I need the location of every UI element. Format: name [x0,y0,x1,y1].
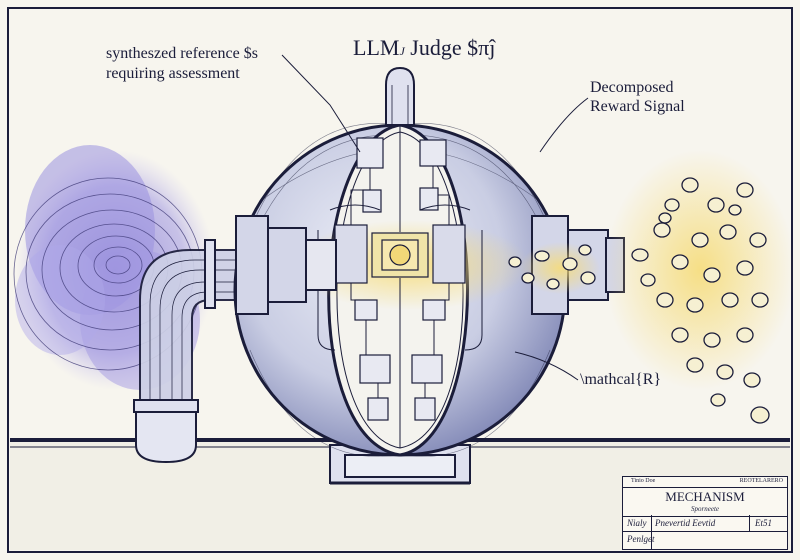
title-block-header: Tinio Doe REOTELARERO [623,477,787,487]
title-block-title: MECHANISM [665,489,745,504]
title-block-header-left: Tinio Doe [631,478,656,484]
title-block-subtitle: Sporneete [691,505,719,513]
title-block-main: MECHANISM Sporneete [623,487,787,517]
judge-title: LLMJ Judge $πĵ [353,35,496,60]
title-block-row1-right: Et51 [755,518,772,528]
reward-signal-label: Decomposed Reward Signal [590,79,685,115]
top-cap [385,66,415,126]
left-port [235,215,337,315]
title-block-divider [651,515,652,549]
title-block-row1-left: Nialy [627,518,647,528]
title-block-divider [749,515,750,531]
pedestal [329,444,471,485]
internal-machinery [317,125,483,448]
title-block-row2-left: Penlget [627,534,655,544]
title-block-row-2: Penlget [623,531,787,547]
output-gems [508,150,795,424]
leader-lines [281,54,589,381]
title-block-row1-mid: Pnevertid Eevtid [655,518,716,528]
r-math-label: \mathcal{R} [580,371,662,388]
title-block: Tinio Doe REOTELARERO MECHANISM Sporneet… [622,476,788,550]
input-label: syntheszed reference $s requiring assess… [106,45,258,82]
title-block-row-1: Nialy Pnevertid Eevtid Et51 [623,515,787,532]
title-block-header-right: REOTELARERO [739,478,783,484]
